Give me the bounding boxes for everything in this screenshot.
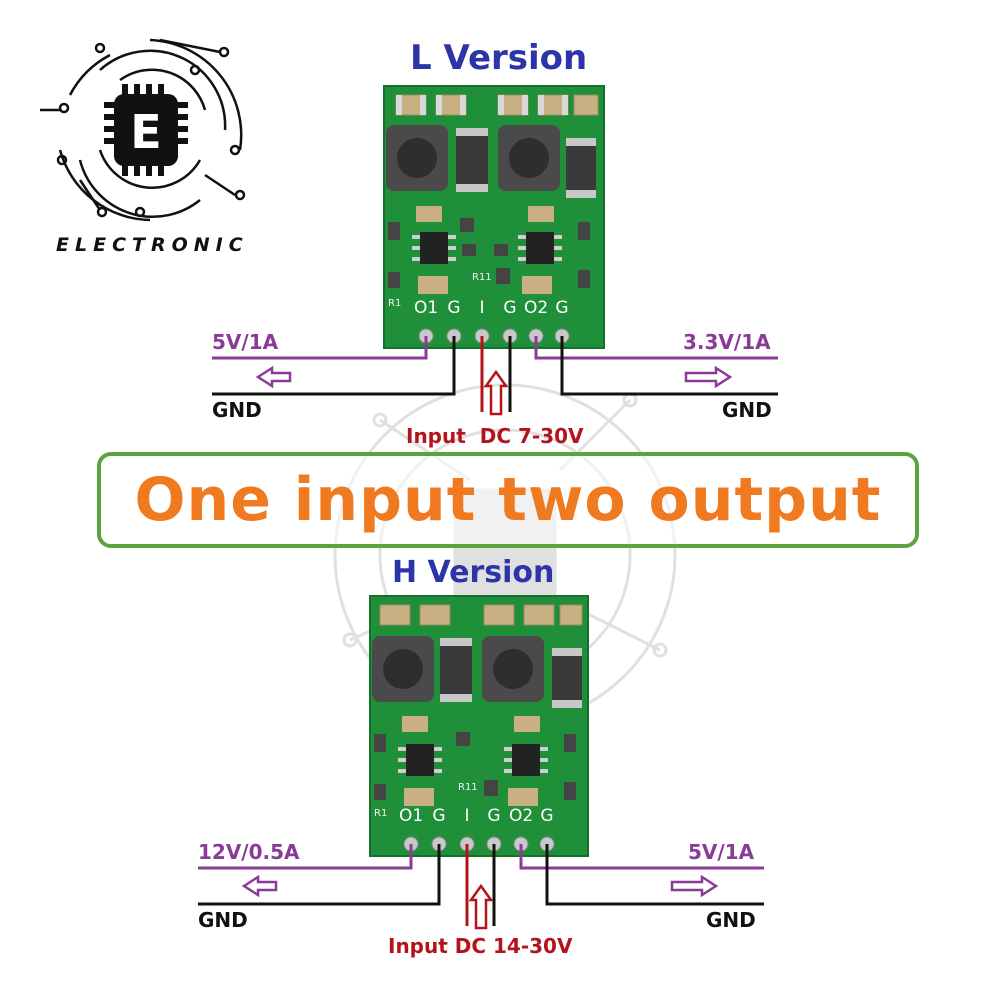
h-version-title: H Version xyxy=(392,555,555,590)
l-version-wires xyxy=(212,336,778,412)
h-input-label: Input DC 14-30V xyxy=(388,934,573,958)
h-pin-g3: G xyxy=(540,806,554,826)
l-pin-g2: G xyxy=(503,298,517,318)
h-output-right-arrow-icon xyxy=(670,874,719,898)
l-output-left-label: 5V/1A xyxy=(212,330,279,354)
brand-name: ELECTRONIC xyxy=(56,234,249,256)
h-pin-o2: O2 xyxy=(509,806,534,826)
h-version-wires xyxy=(198,844,764,926)
l-pin-i: I xyxy=(479,298,485,318)
headline-text: One input two output xyxy=(134,465,882,535)
headline-banner: One input two output xyxy=(97,452,919,548)
l-resistor-r1-label: R1 xyxy=(388,298,402,309)
h-version-board xyxy=(369,595,589,857)
h-output-left-label: 12V/0.5A xyxy=(198,840,300,864)
l-input-up-arrow-icon xyxy=(483,369,509,416)
l-output-right-label: 3.3V/1A xyxy=(683,330,771,354)
h-pin-o1: O1 xyxy=(399,806,424,826)
brand-logo-letter: E xyxy=(130,105,161,159)
l-pin-o1: O1 xyxy=(414,298,439,318)
h-pin-i: I xyxy=(464,806,470,826)
h-pin-g2: G xyxy=(487,806,501,826)
h-pin-g1: G xyxy=(432,806,446,826)
h-resistor-r11-label: R11 xyxy=(458,782,478,793)
l-pin-g1: G xyxy=(447,298,461,318)
l-input-label: Input DC 7-30V xyxy=(406,424,584,448)
l-gnd-right-label: GND xyxy=(722,398,772,422)
h-gnd-right-label: GND xyxy=(706,908,756,932)
brand-logo xyxy=(40,38,246,222)
l-version-title: L Version xyxy=(410,38,588,78)
l-pin-o2: O2 xyxy=(524,298,549,318)
l-gnd-left-label: GND xyxy=(212,398,262,422)
h-output-left-arrow-icon xyxy=(241,874,278,898)
h-gnd-left-label: GND xyxy=(198,908,248,932)
l-resistor-r11-label: R11 xyxy=(472,272,492,283)
l-pin-g3: G xyxy=(555,298,569,318)
h-resistor-r1-label: R1 xyxy=(374,808,388,819)
l-output-left-arrow-icon xyxy=(255,365,292,389)
h-output-right-label: 5V/1A xyxy=(688,840,755,864)
h-input-up-arrow-icon xyxy=(468,883,494,930)
l-output-right-arrow-icon xyxy=(684,365,733,389)
